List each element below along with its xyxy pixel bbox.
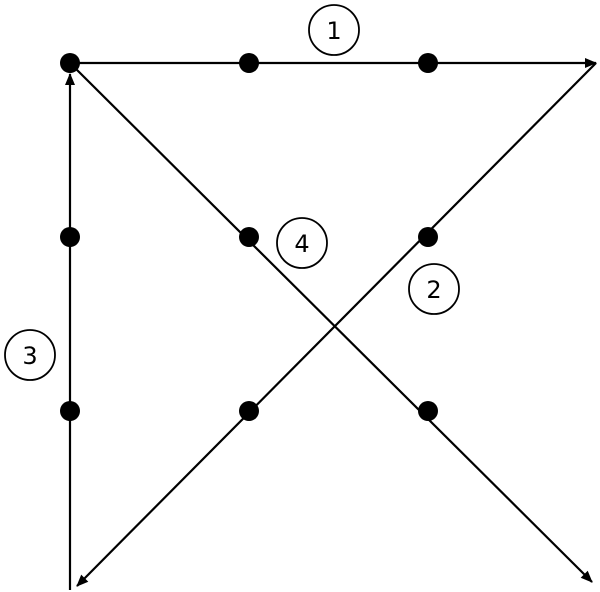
dots-grid	[60, 53, 438, 421]
step-label-3-text: 3	[22, 342, 37, 370]
step-label-2: 2	[408, 263, 460, 315]
line-step-2	[76, 62, 597, 587]
line-step-4	[69, 62, 593, 583]
dot-r2-c1	[60, 227, 80, 247]
dot-r3-c2	[239, 401, 259, 421]
step-label-4: 4	[276, 217, 328, 269]
dot-r1-c1	[60, 53, 80, 73]
step-label-2-text: 2	[426, 276, 441, 304]
step-label-3: 3	[4, 329, 56, 381]
step-label-1: 1	[308, 4, 360, 56]
dot-r3-c3	[418, 401, 438, 421]
dot-r2-c3	[418, 227, 438, 247]
dot-r1-c3	[418, 53, 438, 73]
dot-r1-c2	[239, 53, 259, 73]
step-label-4-text: 4	[294, 230, 309, 258]
dot-r2-c2	[239, 227, 259, 247]
step-label-1-text: 1	[326, 17, 341, 45]
dot-r3-c1	[60, 401, 80, 421]
